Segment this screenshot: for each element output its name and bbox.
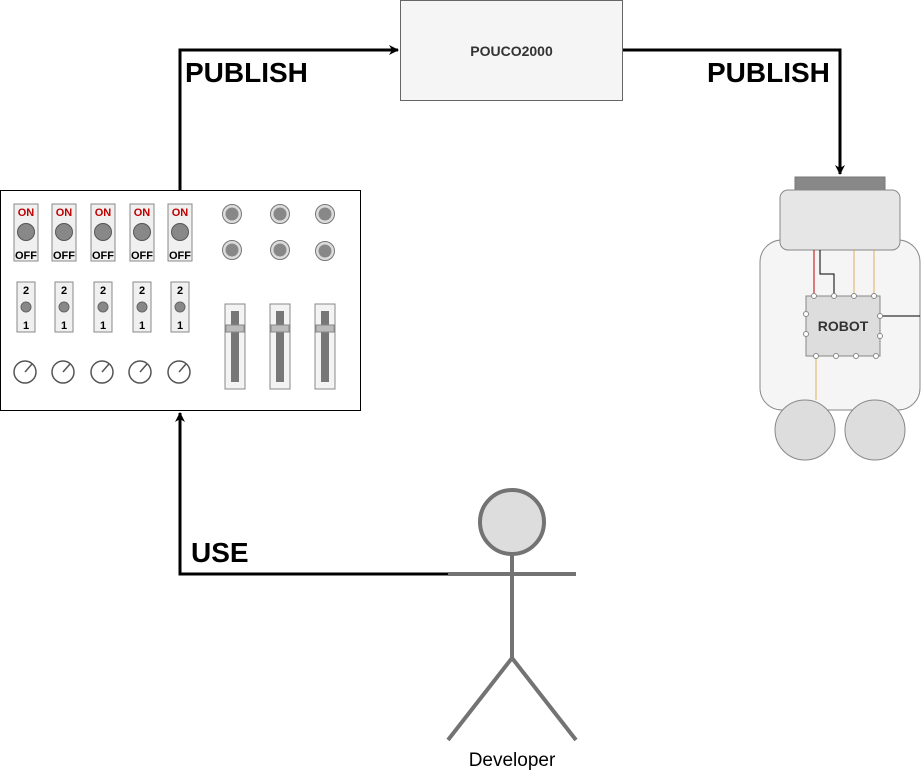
dip-switch-top-label: 2 [139,285,145,297]
push-button-3[interactable] [315,204,335,224]
dip-switch-2[interactable]: 2 1 [54,281,74,333]
server-box[interactable]: POUCO2000 [400,0,623,101]
publish-arrow-controller-to-server [178,45,399,190]
dip-switch-top-label: 2 [61,285,67,297]
toggle-switch-on-label: ON [18,207,35,219]
toggle-switch-on-label: ON [172,207,189,219]
robot-top-bar [794,176,886,191]
robot-head [779,189,901,251]
toggle-switch-4[interactable]: ON OFF [129,203,155,262]
toggle-switch-3[interactable]: ON OFF [90,203,116,262]
rotary-knob-4[interactable] [128,360,152,384]
dip-switch-bottom-label: 1 [139,320,145,332]
push-button-5[interactable] [270,240,290,260]
push-button-2[interactable] [270,204,290,224]
dip-switch-bottom-label: 1 [23,320,29,332]
publish-label-right: PUBLISH [707,57,830,88]
robot-wheel-left [774,399,836,461]
dip-switch-top-label: 2 [100,285,106,297]
use-label: USE [191,537,249,568]
push-button-6[interactable] [315,241,335,261]
robot-board [805,295,881,357]
toggle-switch-on-label: ON [134,207,151,219]
slider-1[interactable] [224,303,246,390]
dip-switch-5[interactable]: 2 1 [170,281,190,333]
toggle-switch-off-label: OFF [53,250,75,262]
toggle-switch-1[interactable]: ON OFF [13,203,39,262]
robot-label: ROBOT [818,318,869,334]
toggle-switch-off-label: OFF [169,250,191,262]
dip-switch-1[interactable]: 2 1 [16,281,36,333]
toggle-switch-off-label: OFF [131,250,153,262]
dip-switch-top-label: 2 [23,285,29,297]
toggle-switch-on-label: ON [56,207,73,219]
developer-actor[interactable] [446,488,578,742]
dip-switch-bottom-label: 1 [61,320,67,332]
rotary-knob-3[interactable] [90,360,114,384]
rotary-knob-2[interactable] [51,360,75,384]
robot-illustration[interactable]: ROBOT [759,176,921,461]
server-box-label: POUCO2000 [470,43,553,59]
dip-switch-bottom-label: 1 [100,320,106,332]
publish-label-left: PUBLISH [185,57,308,88]
toggle-switch-off-label: OFF [15,250,37,262]
controller-panel[interactable]: ON OFF ON OFF ON OFF ON OFF ON OFF [0,190,361,411]
rotary-knob-1[interactable] [13,360,37,384]
toggle-switch-on-label: ON [95,207,112,219]
robot-wheel-right [844,399,906,461]
actor-head [478,488,546,556]
rotary-knob-5[interactable] [167,360,191,384]
toggle-switch-5[interactable]: ON OFF [167,203,193,262]
push-button-1[interactable] [222,204,242,224]
toggle-switch-2[interactable]: ON OFF [51,203,77,262]
dip-switch-3[interactable]: 2 1 [93,281,113,333]
actor-label: Developer [469,750,556,771]
dip-switch-bottom-label: 1 [177,320,183,332]
push-button-4[interactable] [222,240,242,260]
slider-2[interactable] [269,303,291,390]
use-arrow-developer-to-controller [175,412,448,576]
publish-arrow-server-to-robot [623,48,845,175]
dip-switch-4[interactable]: 2 1 [132,281,152,333]
slider-3[interactable] [314,303,336,390]
toggle-switch-off-label: OFF [92,250,114,262]
dip-switch-top-label: 2 [177,285,183,297]
